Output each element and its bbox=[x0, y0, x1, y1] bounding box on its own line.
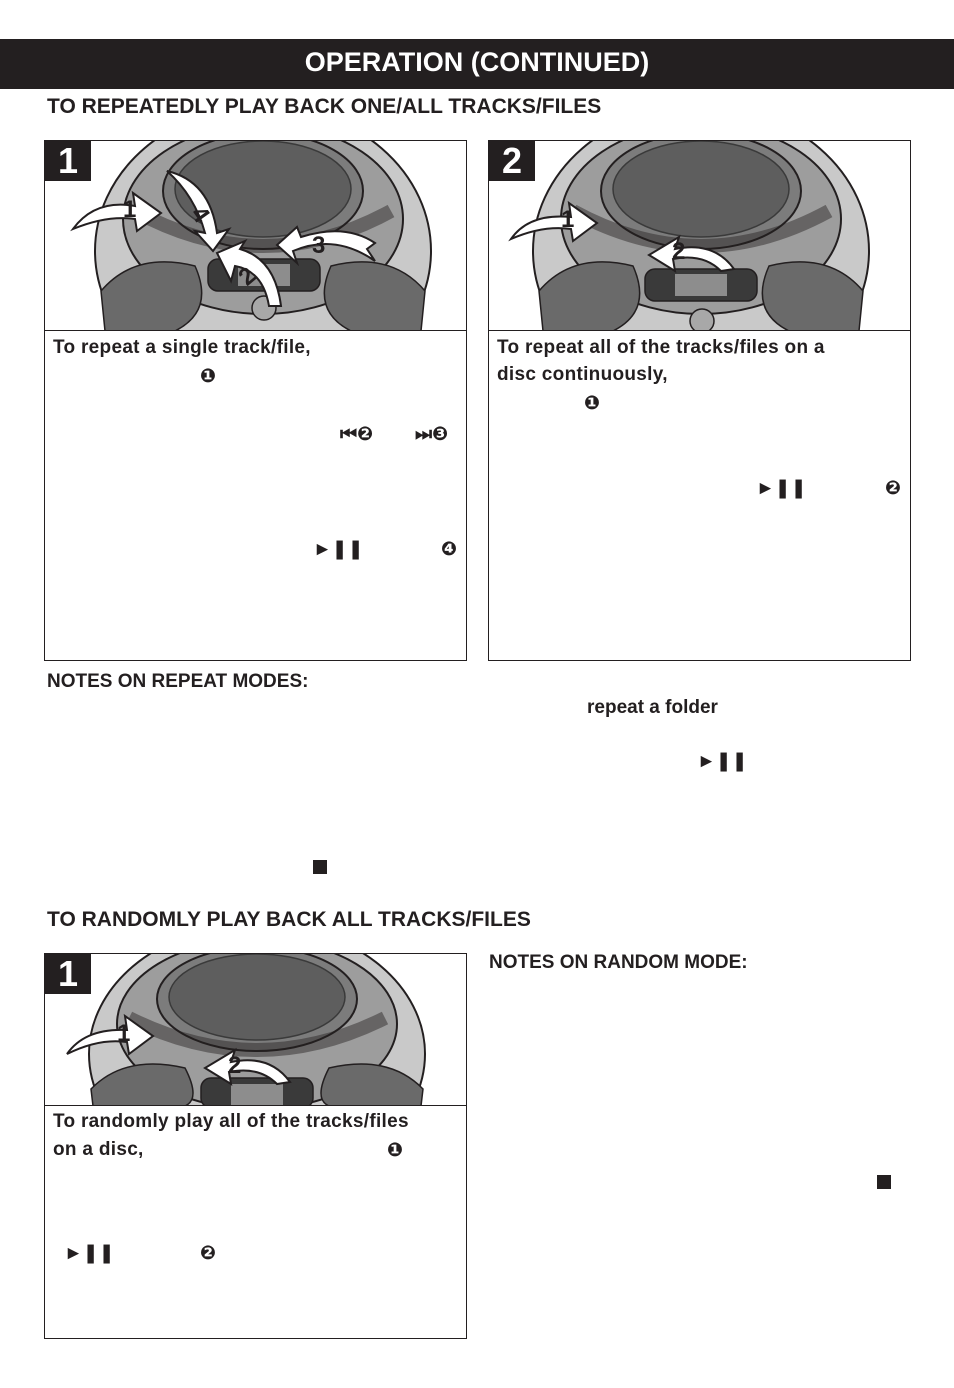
step-number-badge: 1 bbox=[45, 141, 91, 181]
random-notes-heading: NOTES ON RANDOM MODE: bbox=[489, 952, 748, 973]
skip-forward-icon: ⏭❸ bbox=[415, 424, 449, 445]
step-marker: ❹ bbox=[441, 539, 458, 560]
stop-icon bbox=[877, 1175, 891, 1189]
repeat-step1-illustration bbox=[45, 141, 466, 331]
step-marker: ❷ bbox=[200, 1243, 217, 1264]
repeat-folder-text: repeat a folder bbox=[587, 697, 718, 718]
step-instruction: on a disc, bbox=[53, 1139, 144, 1160]
repeat-step2-illustration bbox=[489, 141, 910, 331]
play-pause-icon: ►❚❚ bbox=[64, 1243, 115, 1264]
callout-label: 1 bbox=[561, 206, 575, 233]
page-header: OPERATION (CONTINUED) bbox=[304, 47, 650, 77]
stop-icon bbox=[313, 860, 327, 874]
skip-back-icon: ⏮❷ bbox=[340, 424, 374, 445]
random-step1-illustration bbox=[45, 954, 466, 1106]
step-instruction: To repeat a single track/file, bbox=[53, 337, 311, 358]
header-bar bbox=[0, 39, 954, 89]
callout-label: 1 bbox=[123, 196, 137, 223]
repeat-step1-panel: 1 1 2 3 4 To repeat a single track/file,… bbox=[44, 140, 467, 661]
step-instruction: To repeat all of the tracks/files on a bbox=[497, 337, 825, 358]
callout-label: 3 bbox=[312, 232, 326, 259]
callout-label: 1 bbox=[117, 1020, 131, 1047]
step-marker: ❶ bbox=[387, 1140, 404, 1161]
step-marker: ❷ bbox=[885, 478, 902, 499]
step-number-badge: 1 bbox=[45, 954, 91, 994]
step-marker: ❶ bbox=[200, 366, 217, 387]
repeat-notes-heading: NOTES ON REPEAT MODES: bbox=[47, 671, 309, 692]
play-pause-icon: ►❚❚ bbox=[313, 539, 364, 560]
random-step1-panel: 1 1 2 To randomly play all of the tracks… bbox=[44, 953, 467, 1339]
step-number-badge: 2 bbox=[489, 141, 535, 181]
repeat-step2-panel: 2 1 2 To repeat all of the tracks/files … bbox=[488, 140, 911, 661]
repeat-section-title: TO REPEATEDLY PLAY BACK ONE/ALL TRACKS/F… bbox=[47, 95, 602, 118]
random-section-title: TO RANDOMLY PLAY BACK ALL TRACKS/FILES bbox=[47, 908, 531, 931]
step-instruction: disc continuously, bbox=[497, 364, 668, 385]
callout-label: 2 bbox=[672, 238, 686, 265]
callout-label: 2 bbox=[228, 1052, 242, 1079]
step-marker: ❶ bbox=[584, 393, 601, 414]
play-pause-icon: ►❚❚ bbox=[756, 478, 807, 499]
step-instruction: To randomly play all of the tracks/files bbox=[53, 1111, 409, 1132]
play-pause-icon: ►❚❚ bbox=[697, 751, 748, 772]
